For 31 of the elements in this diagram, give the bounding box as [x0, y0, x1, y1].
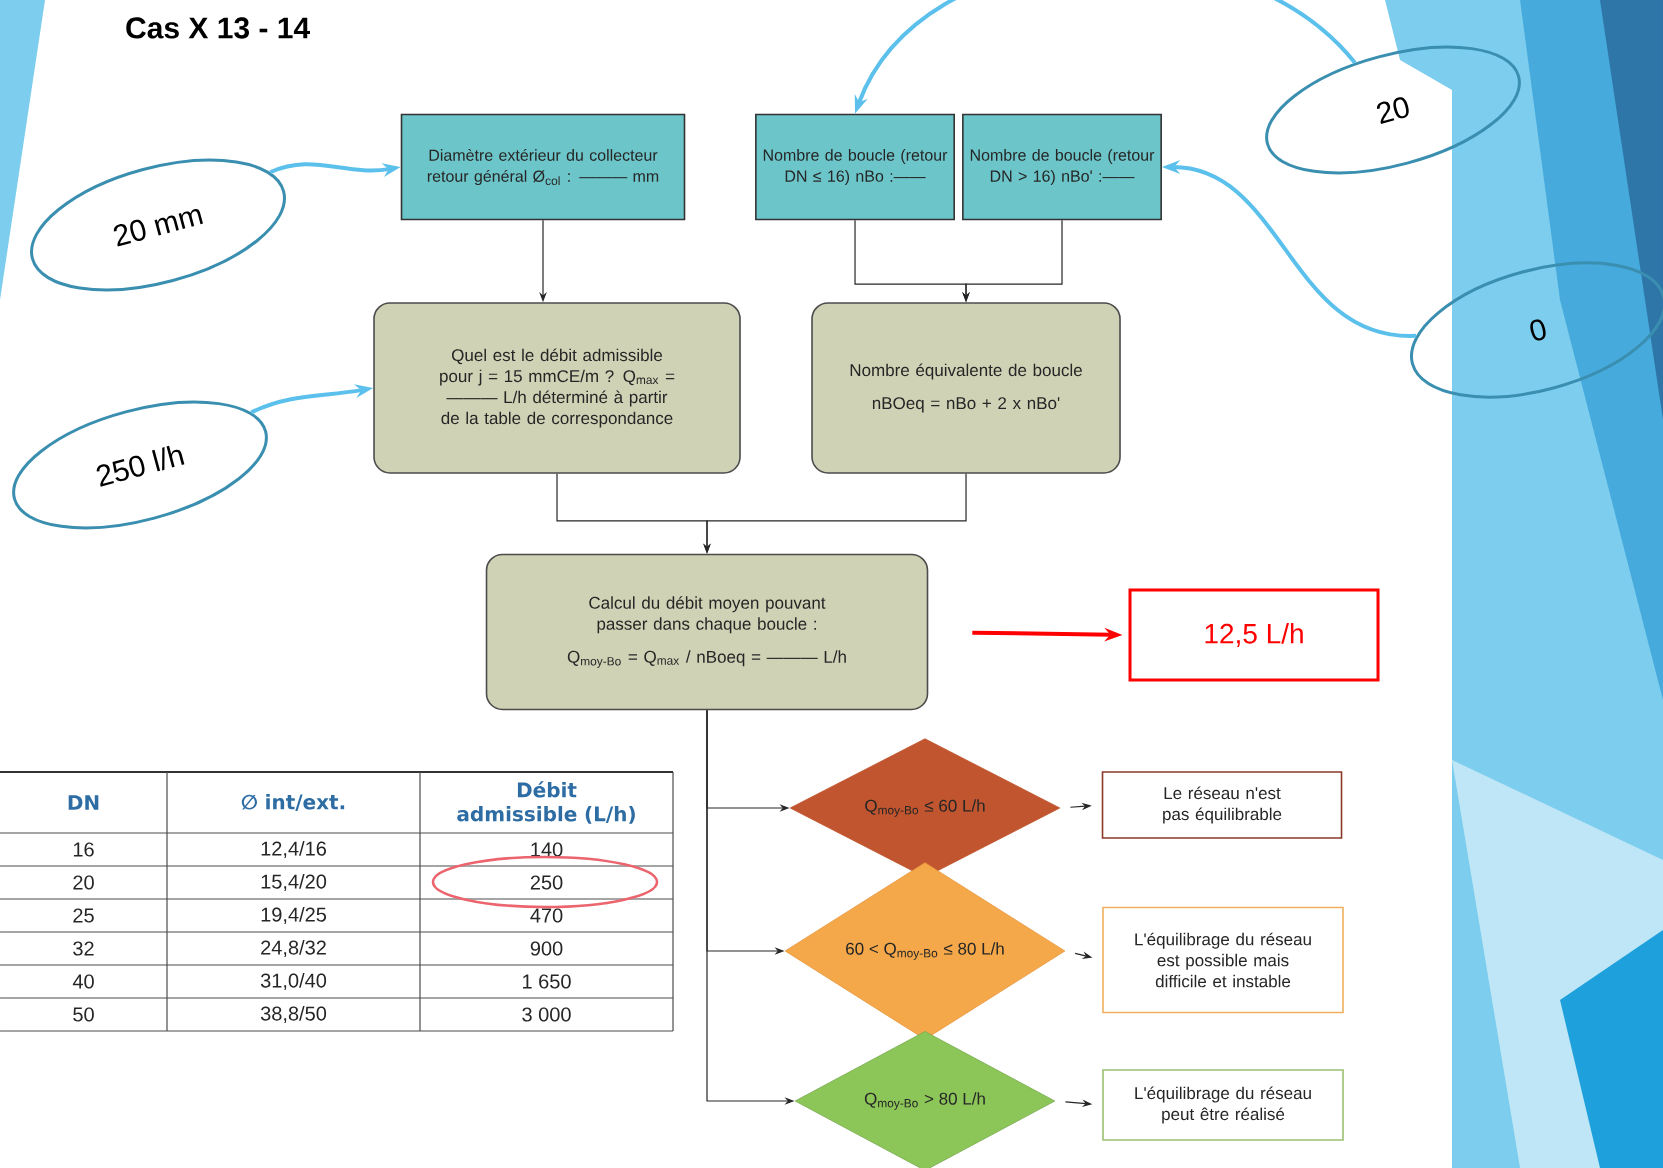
result-box: Le réseau n'est pas équilibrable — [1101, 771, 1343, 839]
result-box: L'équilibrage du réseau est possible mais difficile et instable — [1102, 906, 1344, 1014]
table-header: DN — [68, 795, 99, 810]
table-cell: 40 — [72, 974, 94, 989]
table-cell: 250 — [530, 875, 563, 890]
table-cell: 31,0/40 — [260, 972, 327, 991]
table-cell: 12,4/16 — [261, 840, 326, 859]
process-box: Diamètre extérieur du collecteur retour général Ø$_{col}$ : ——— mm — [400, 113, 686, 221]
table-cell: 15,4/20 — [261, 873, 327, 892]
table-cell: 20 — [73, 875, 94, 890]
table-cell: 32 — [73, 941, 94, 956]
result-box: L'équilibrage du réseau peut être réalisé — [1102, 1069, 1344, 1141]
table-header: Débit admissible (L/h) — [457, 781, 635, 824]
answer-box: 12,5 L/h — [1128, 588, 1380, 682]
table-cell: 16 — [73, 842, 94, 857]
process-box: Quel est le débit admissible pour j = 15 mmCE/m ? Q$_{max}$ = ——— L/h déterminé à partir de la table de correspondance — [373, 302, 741, 474]
process-box: Nombre équivalente de boucle nBOeq = nBo + 2 x nBo' — [811, 302, 1121, 474]
table-cell: 38,8/50 — [260, 1005, 327, 1024]
table-cell: 470 — [530, 908, 563, 923]
process-box: Calcul du débit moyen pouvant passer dans chaque boucle : Q$_{moy-Bo}$ = Q$_{max}$ / nBoeq = ——— L/h — [485, 553, 929, 711]
process-box: Nombre de boucle (retour DN ≤ 16) nBo :—— — [755, 113, 955, 221]
title: Cas X 13 - 14 — [126, 17, 310, 39]
table-cell: 1 650 — [523, 974, 571, 989]
table-header: ∅ int/ext. — [241, 793, 345, 811]
table-cell: 24,8/32 — [261, 939, 326, 958]
table-cell: 50 — [73, 1007, 94, 1022]
table-cell: 25 — [73, 908, 94, 923]
process-box: Nombre de boucle (retour DN > 16) nBo' :—— — [962, 113, 1162, 221]
table-cell: 3 000 — [522, 1007, 571, 1022]
table-cell: 19,4/25 — [261, 906, 327, 925]
table-cell: 900 — [530, 941, 563, 956]
